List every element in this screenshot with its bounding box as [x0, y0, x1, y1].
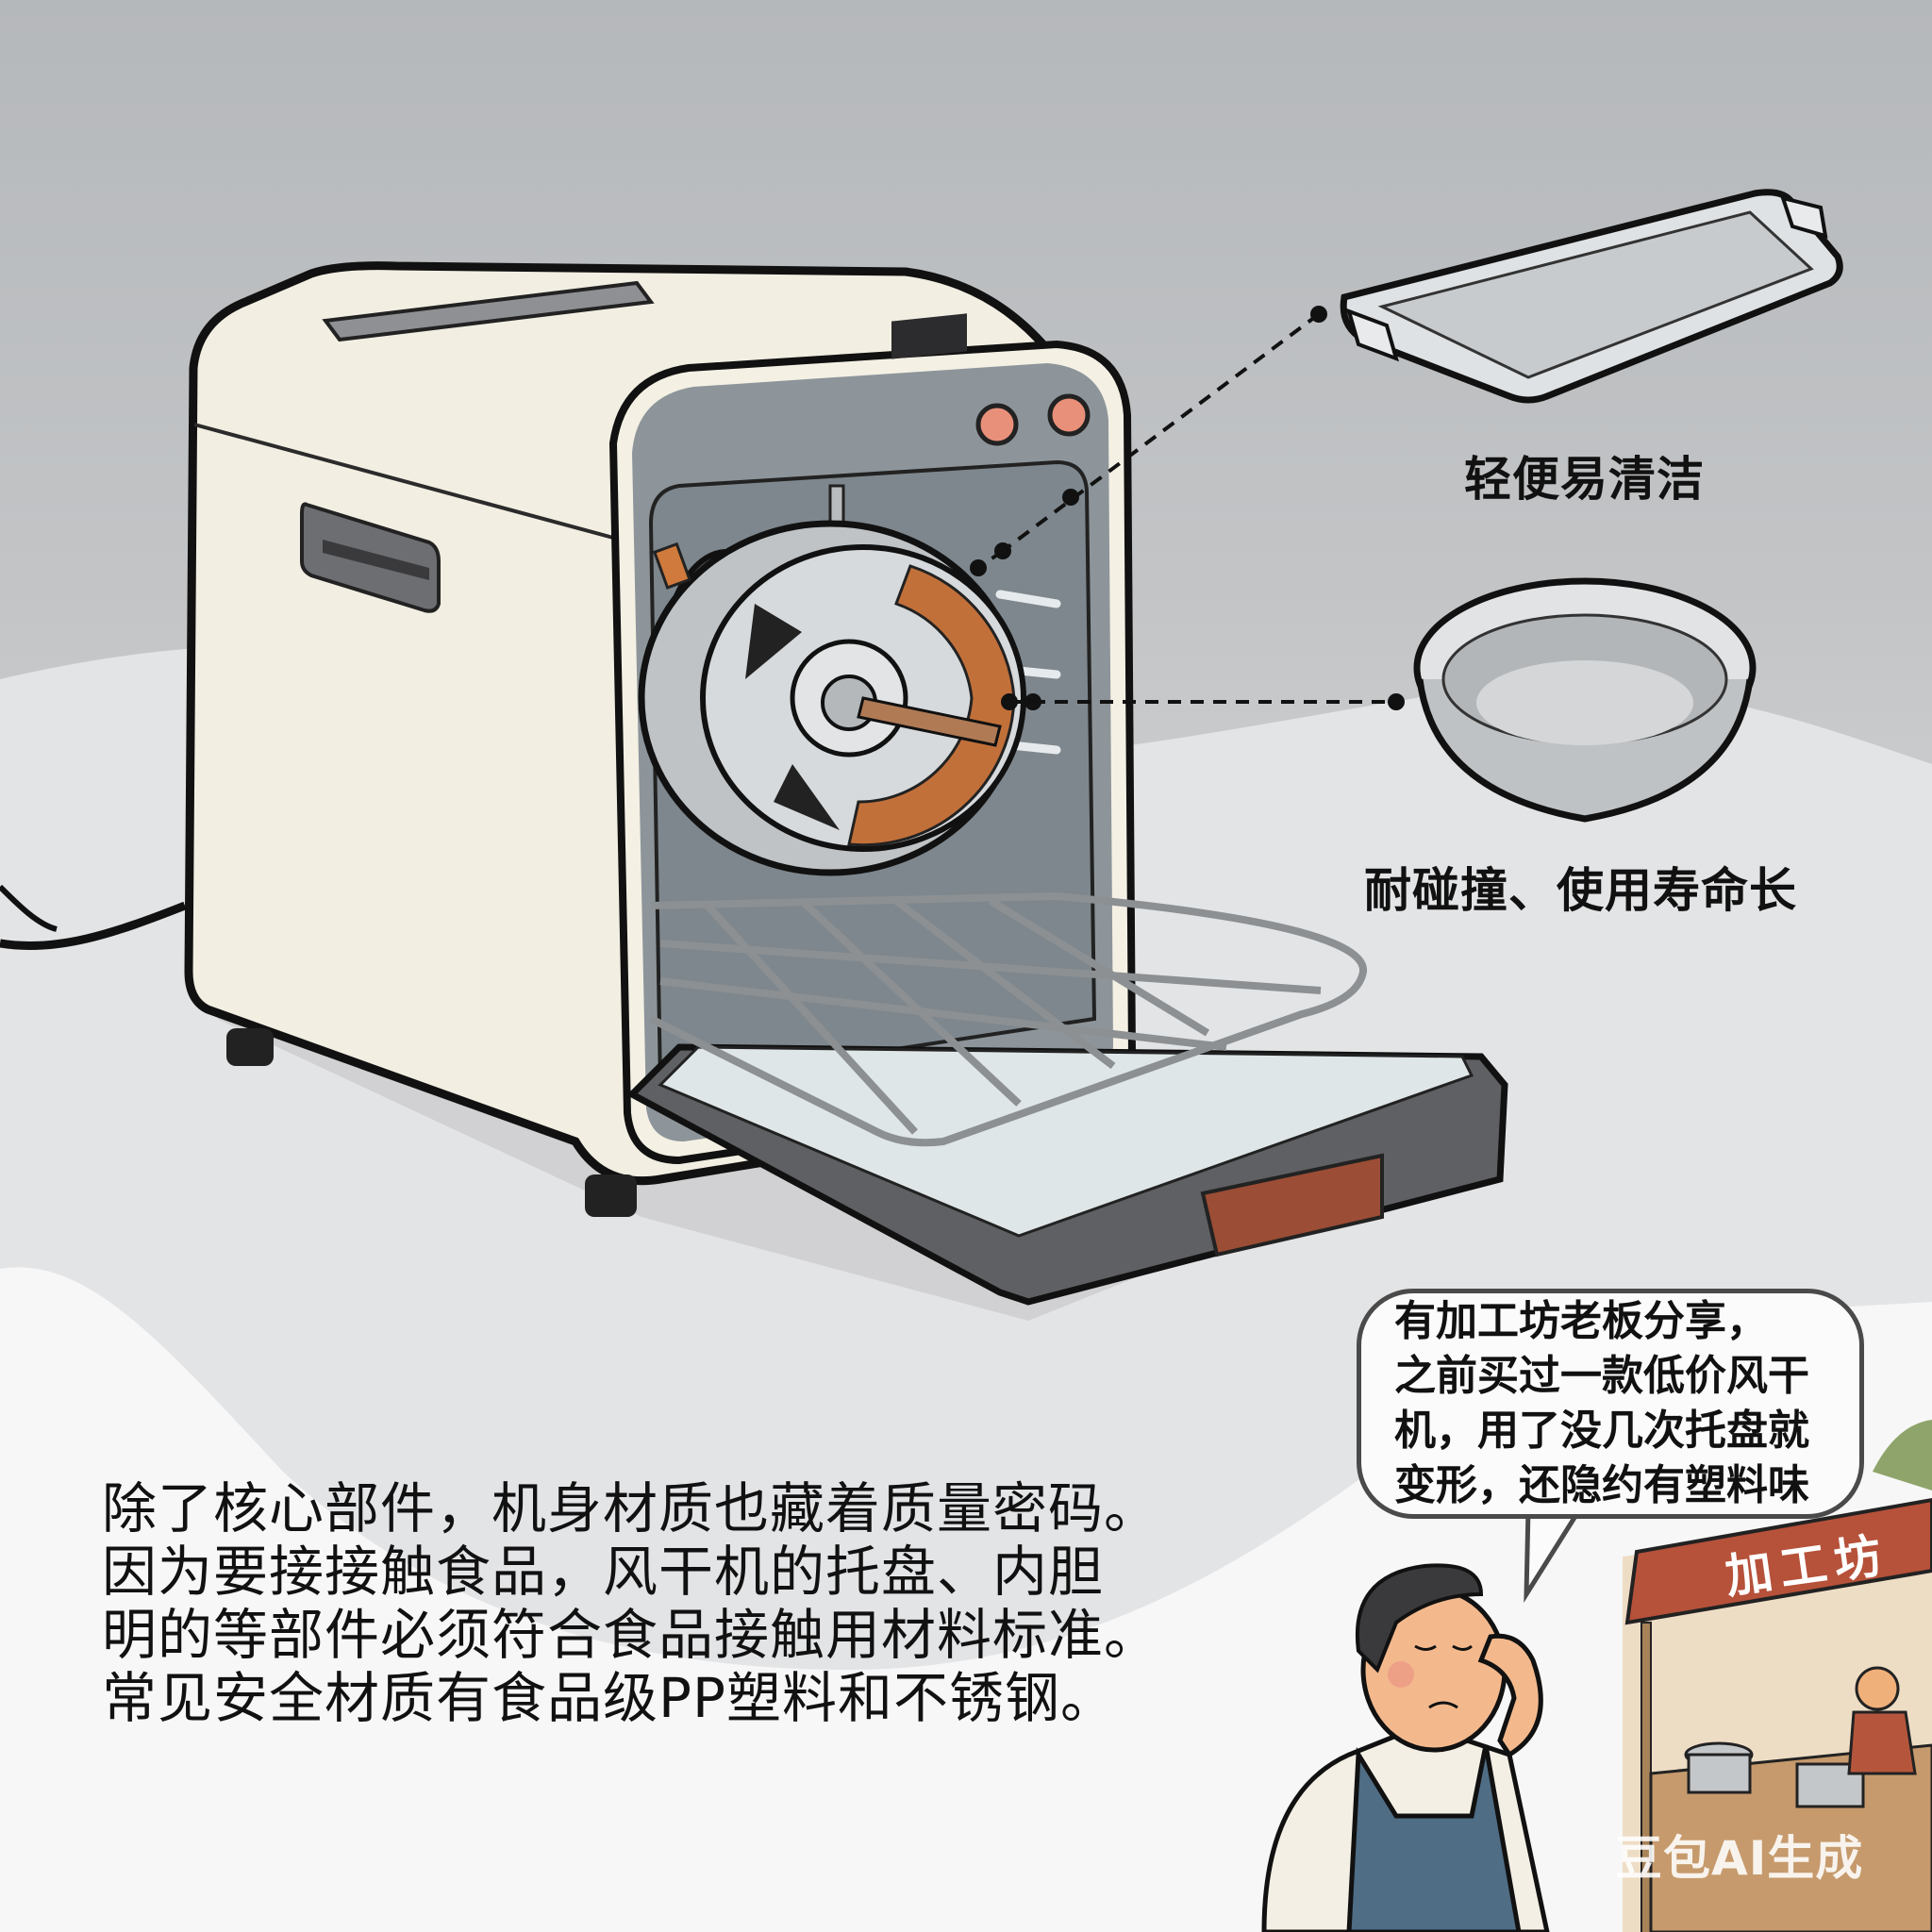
wire-rack	[649, 891, 1367, 1147]
stainless-tray	[1340, 189, 1843, 404]
speech-line: 之前买过一款低价风干	[1394, 1352, 1809, 1400]
pot-icon	[1687, 1753, 1752, 1794]
speech-line: 变形，还隐约有塑料味	[1394, 1461, 1809, 1509]
shop-owner-character	[1261, 1563, 1550, 1932]
speech-bubble-tail	[1524, 1508, 1580, 1604]
stainless-bowl	[1413, 577, 1757, 823]
caption-line: 因为要接接触食品，风干机的托盘、内胆	[102, 1540, 1105, 1604]
bowl-callout-label: 耐碰撞、使用寿命长	[1364, 863, 1797, 918]
main-caption: 除了核心部件，机身材质也藏着质量密码。 因为要接接触食品，风干机的托盘、内胆 明…	[102, 1477, 1272, 1730]
foot	[585, 1174, 637, 1217]
callout-connectors	[970, 306, 1405, 710]
speech-line: 有加工坊老板分享，	[1394, 1297, 1768, 1345]
caption-line: 常见安全材质有食品级PP塑料和不锈钢。	[102, 1666, 1116, 1730]
power-cord	[0, 884, 187, 951]
caption-line: 除了核心部件，机身材质也藏着质量密码。	[102, 1476, 1160, 1541]
speech-bubble	[1357, 1289, 1864, 1519]
foot	[226, 1028, 274, 1066]
apron	[1346, 1744, 1522, 1932]
drawer-handle	[1200, 1153, 1384, 1257]
shop-awning	[1624, 1497, 1932, 1625]
ai-watermark: 豆包AI生成	[1615, 1831, 1864, 1886]
speech-bubble-text: 有加工坊老板分享， 之前买过一款低价风干 机，用了没几次托盘就 变形，还隐约有塑…	[1394, 1294, 1875, 1513]
fan-motor	[638, 484, 1026, 876]
tray-callout-label: 轻便易清洁	[1464, 452, 1705, 507]
knob-icon	[1047, 393, 1091, 437]
speech-line: 机，用了没几次托盘就	[1394, 1407, 1809, 1455]
drawer	[626, 891, 1508, 1306]
knob-icon	[975, 403, 1019, 446]
caption-line: 明的等部件必须符合食品接触用材料标准。	[102, 1603, 1160, 1667]
cook-figure	[1855, 1666, 1900, 1711]
shop-scene	[1623, 1420, 1932, 1932]
display-panel	[891, 313, 967, 359]
